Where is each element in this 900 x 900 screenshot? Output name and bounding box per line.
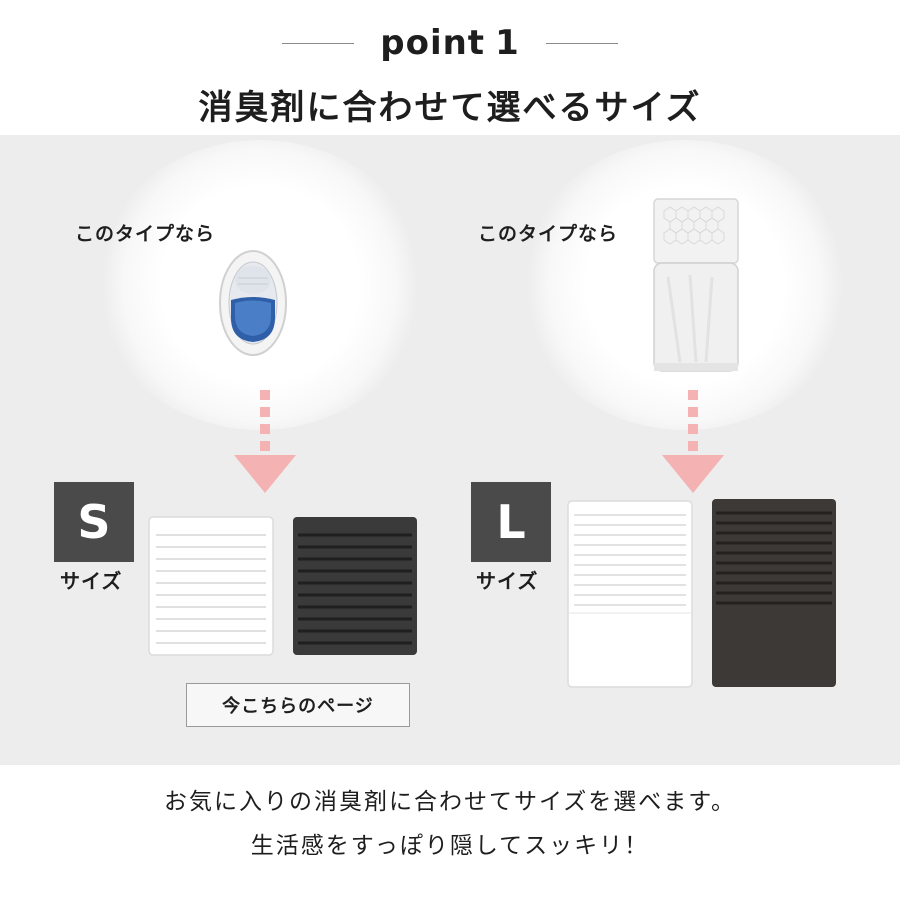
left-arrow-icon: [234, 455, 296, 493]
l-case-white: [566, 499, 694, 689]
left-dashed-line: [260, 390, 270, 451]
right-type-label: このタイプなら: [478, 223, 619, 245]
l-case-brown: [710, 497, 838, 689]
current-page-label: 今こちらのページ: [186, 683, 410, 727]
comparison-panel: このタイプなら このタイプなら: [0, 135, 900, 765]
bottle-deodorizer-image: [650, 197, 742, 375]
gel-deodorizer-image: [218, 248, 288, 358]
size-s-label: サイズ: [60, 569, 123, 593]
right-arrow-icon: [662, 455, 724, 493]
size-l-label: サイズ: [476, 569, 539, 593]
right-dashed-line: [688, 390, 698, 451]
left-type-label: このタイプなら: [75, 223, 216, 245]
caption-line-1: お気に入りの消臭剤に合わせてサイズを選べます。: [163, 789, 736, 815]
point-word: point: [380, 23, 486, 63]
divider-left: [282, 42, 355, 44]
size-s-badge: S: [54, 482, 134, 562]
headline: 消臭剤に合わせて選べるサイズ: [198, 88, 702, 128]
point-number: 1: [495, 23, 520, 63]
caption-line-2: 生活感をすっぽり隠してスッキリ！: [250, 833, 650, 859]
s-case-black: [290, 513, 420, 659]
size-l-badge: L: [471, 482, 551, 562]
s-case-white: [146, 513, 276, 659]
divider-right: [545, 42, 618, 44]
